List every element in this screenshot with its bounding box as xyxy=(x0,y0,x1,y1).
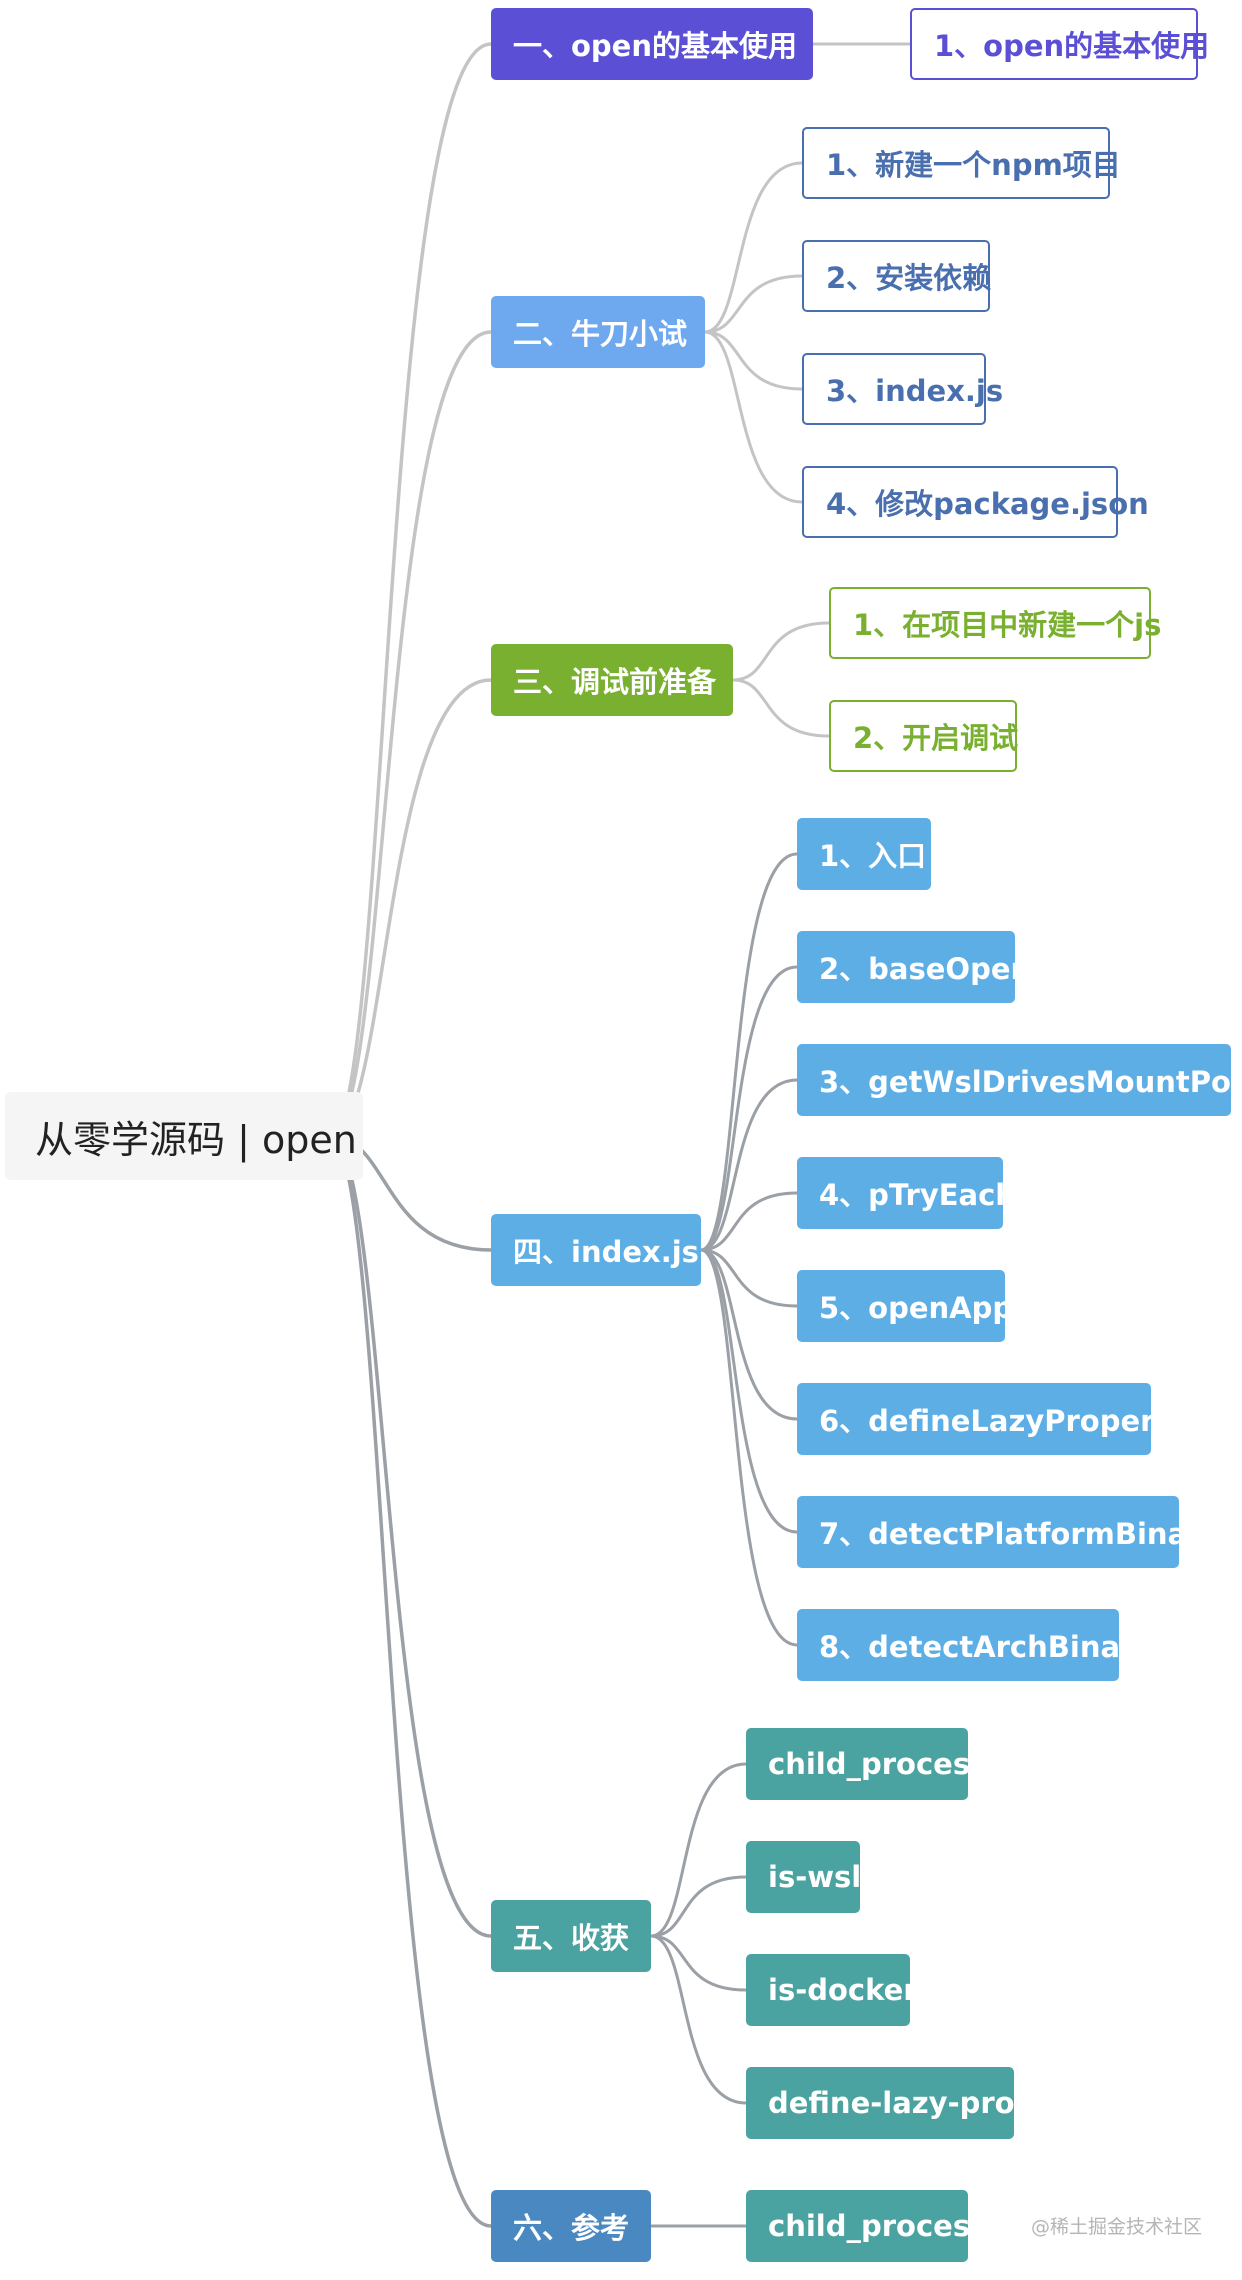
child-node-5-is-docker[interactable]: is-docker xyxy=(746,1954,918,2026)
child-connector-2-4 xyxy=(703,330,804,504)
root-connector-5 xyxy=(328,1134,493,1938)
root-connector-1 xyxy=(328,42,493,1138)
root-connector-2 xyxy=(328,330,493,1138)
child-connector-4-5 xyxy=(699,1248,799,1308)
root-node[interactable]: 从零学源码 | open xyxy=(5,1092,363,1180)
watermark: @稀土掘金技术社区 xyxy=(1030,2216,1202,2238)
section-node-6[interactable]: 六、参考 xyxy=(491,2190,651,2262)
child-node-4-4-ptryeach[interactable]: 4、pTryEach xyxy=(797,1157,1016,1229)
child-node-1-1-open[interactable]: 1、open的基本使用 xyxy=(910,8,1209,80)
child-node-4-8-detectarchbinary[interactable]: 8、detectArchBinary xyxy=(797,1609,1153,1681)
child-connector-4-4 xyxy=(699,1191,799,1252)
child-connector-2-1 xyxy=(703,161,804,334)
child-node-5-child-process[interactable]: child_process xyxy=(746,1728,987,1800)
child-node-2-4-package-json[interactable]: 4、修改package.json xyxy=(802,466,1149,538)
child-node-2-1-npm[interactable]: 1、新建一个npm项目 xyxy=(802,127,1121,199)
child-connector-4-2 xyxy=(699,965,799,1252)
child-node-4-3-getwsldrivesmountpoint[interactable]: 3、getWslDrivesMountPoint xyxy=(797,1044,1242,1116)
child-node-4-5-openapp[interactable]: 5、openApp xyxy=(797,1270,1013,1342)
child-connector-5-1 xyxy=(649,1762,748,1938)
child-connector-4-1 xyxy=(699,852,799,1252)
section-node-5[interactable]: 五、收获 xyxy=(491,1900,651,1972)
child-connector-5-4 xyxy=(649,1934,748,2105)
child-node-4-6-definelazyproperty[interactable]: 6、defineLazyProperty xyxy=(797,1383,1187,1455)
child-connector-5-3 xyxy=(649,1934,748,1992)
child-connector-2-2 xyxy=(703,274,804,334)
child-node-5-is-wsl[interactable]: is-wsl xyxy=(746,1841,861,1913)
section-node-3[interactable]: 三、调试前准备 xyxy=(491,644,733,716)
section-node-4[interactable]: 四、index.js xyxy=(491,1214,701,1286)
child-node-2-3-index-js[interactable]: 3、index.js xyxy=(802,353,1003,425)
child-connector-4-7 xyxy=(699,1248,799,1534)
child-node-4-7-detectplatformbinary[interactable]: 7、detectPlatformBinary xyxy=(797,1496,1220,1568)
section-node-2[interactable]: 二、牛刀小试 xyxy=(491,296,705,368)
child-connector-2-3 xyxy=(703,330,804,391)
child-node-3-2[interactable]: 2、开启调试 xyxy=(829,700,1018,772)
child-connector-4-3 xyxy=(699,1078,799,1252)
child-connector-4-6 xyxy=(699,1248,799,1421)
child-node-5-define-lazy-prop[interactable]: define-lazy-prop xyxy=(746,2067,1035,2139)
child-node-4-2-baseopen[interactable]: 2、baseOpen xyxy=(797,931,1031,1003)
child-node-3-1-js[interactable]: 1、在项目中新建一个js xyxy=(829,587,1161,659)
child-node-4-1[interactable]: 1、入口 xyxy=(797,818,931,890)
child-connector-3-2 xyxy=(731,678,831,738)
section-node-1[interactable]: 一、open的基本使用 xyxy=(491,8,813,80)
child-connector-3-1 xyxy=(731,621,831,682)
child-node-6-child-process[interactable]: child_process xyxy=(746,2190,987,2262)
root-connector-6 xyxy=(328,1134,493,2228)
child-node-2-2[interactable]: 2、安装依赖 xyxy=(802,240,991,312)
child-connector-4-8 xyxy=(699,1248,799,1647)
child-connector-5-2 xyxy=(649,1875,748,1938)
